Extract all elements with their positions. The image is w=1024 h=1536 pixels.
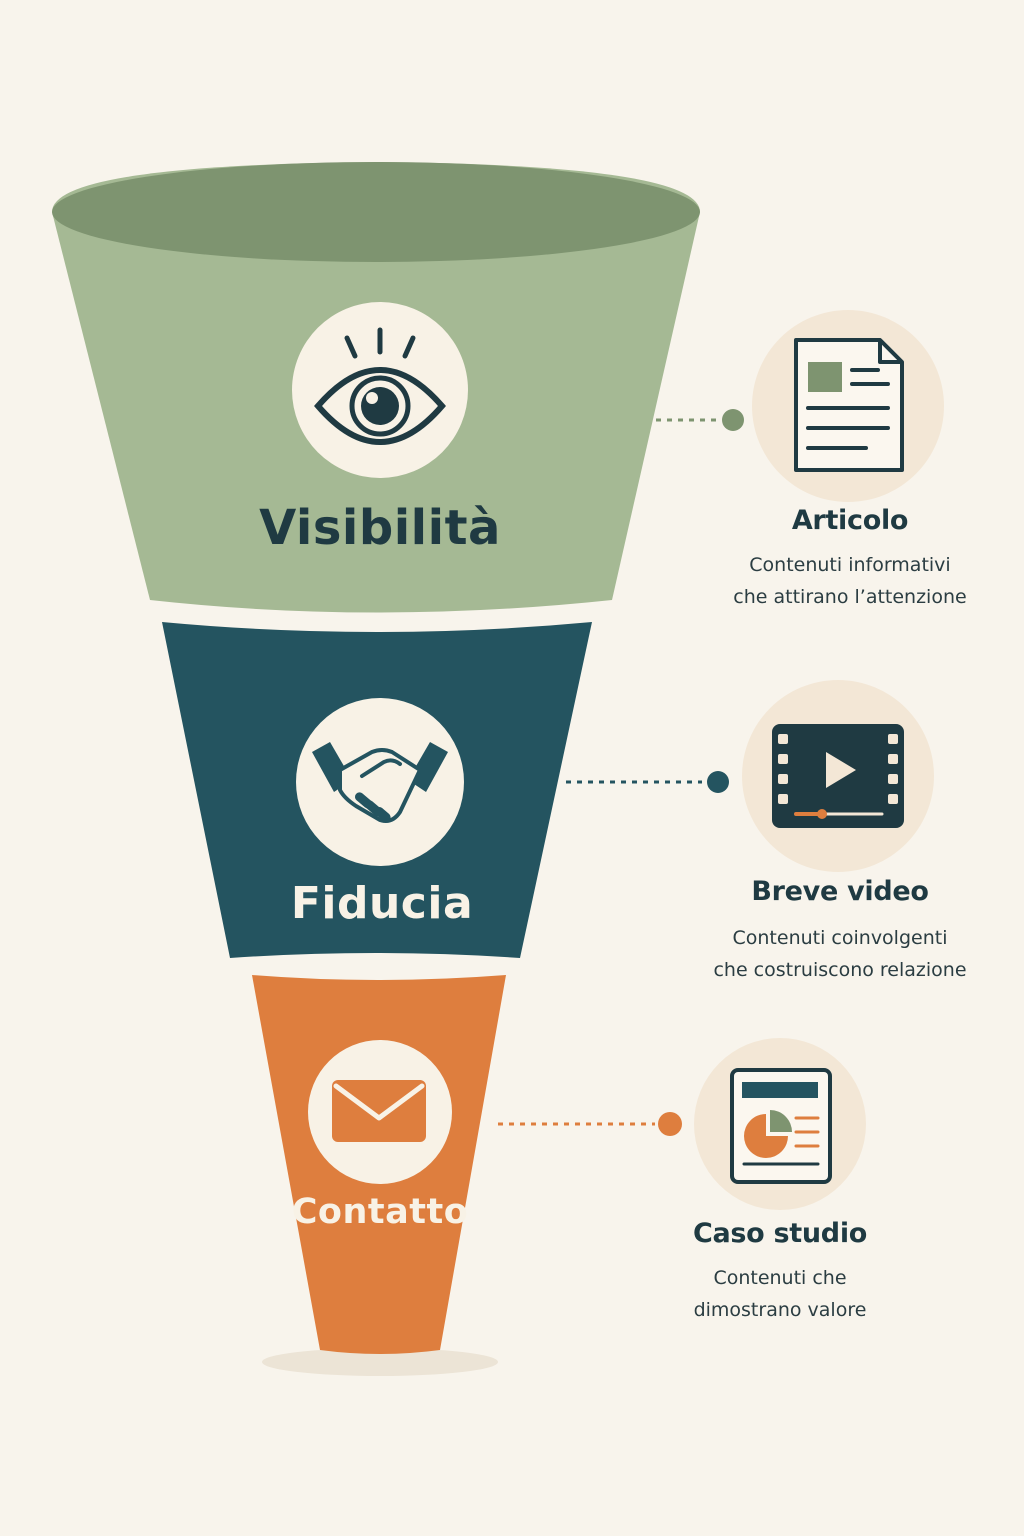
card-title-caso-studio: Caso studio <box>692 1218 868 1249</box>
report-chart-icon <box>730 1068 832 1184</box>
card-title-articolo: Articolo <box>791 505 909 536</box>
connector-fiducia <box>566 771 729 793</box>
stage-title-contatto: Contatto <box>291 1192 469 1232</box>
handshake-icon <box>312 742 448 823</box>
connector-contatto <box>498 1112 682 1136</box>
video-icon <box>772 724 904 828</box>
funnel-rim <box>52 162 700 262</box>
card-desc-articolo-line1: Contenuti informativi <box>749 554 951 576</box>
connector-visibilita <box>656 409 744 431</box>
envelope-icon <box>332 1080 426 1142</box>
card-desc-breve-video-line2: che costruiscono relazione <box>713 959 967 981</box>
card-desc-articolo-line2: che attirano l’attenzione <box>733 586 967 608</box>
card-desc-breve-video-line1: Contenuti coinvolgenti <box>732 927 948 949</box>
document-icon <box>794 338 904 472</box>
stage-title-fiducia: Fiducia <box>290 878 474 929</box>
funnel-shadow <box>262 1348 498 1376</box>
card-title-breve-video: Breve video <box>751 876 929 907</box>
card-desc-caso-studio-line2: dimostrano valore <box>693 1299 867 1321</box>
card-desc-caso-studio-line1: Contenuti che <box>713 1267 847 1289</box>
stage-title-visibilita: Visibilità <box>259 500 501 556</box>
eye-icon <box>314 327 446 445</box>
